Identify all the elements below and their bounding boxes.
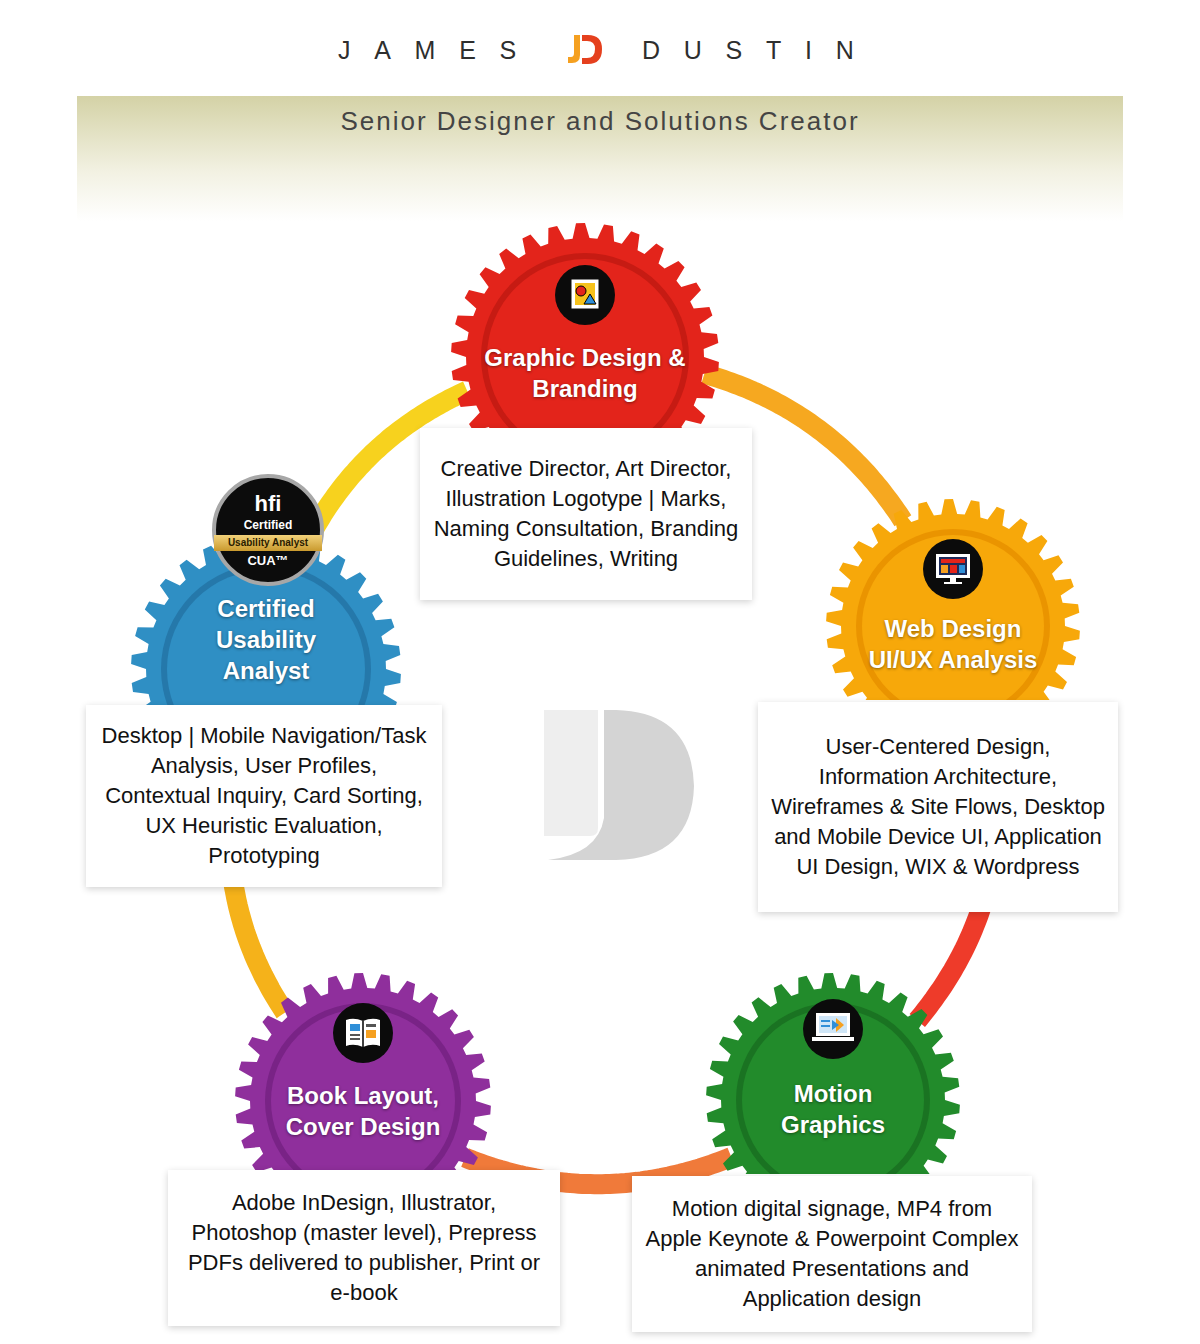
gear-inner [856, 529, 1050, 700]
description-box: Desktop | Mobile Navigation/Task Analysi… [86, 705, 442, 887]
description-text: Desktop | Mobile Navigation/Task Analysi… [98, 721, 430, 871]
name-label: JAMES [290, 36, 540, 65]
gear-node: Web Design UI/UX Analysis [825, 498, 1081, 700]
gear-hub [742, 1009, 924, 1174]
description-text: Motion digital signage, MP4 from Apple K… [644, 1194, 1020, 1314]
logo-mark [566, 33, 606, 67]
gear-teeth [131, 534, 401, 705]
gear-shape [234, 972, 492, 1170]
gear-teeth [706, 973, 960, 1174]
badge-text: Certified [244, 518, 293, 533]
description-box: Adobe InDesign, Illustrator, Photoshop (… [168, 1170, 560, 1326]
gear-heading: Graphic Design & Branding [478, 342, 692, 404]
gear-teeth [235, 973, 491, 1170]
gear-teeth [451, 223, 719, 428]
description-text: Creative Director, Art Director, Illustr… [432, 454, 740, 574]
gear-heading: Web Design UI/UX Analysis [853, 613, 1053, 675]
badge-ribbon: Usability Analyst [214, 535, 322, 552]
gear-inner [161, 564, 371, 705]
gear-heading: Certified Usability Analyst [191, 593, 341, 687]
title-text: Senior Designer and Solutions Creator [77, 106, 1123, 137]
gear-hub [487, 259, 683, 428]
icon [332, 1002, 394, 1064]
badge-node: hfiCertifiedUsability AnalystCUA™ [212, 474, 324, 586]
description-text: Adobe InDesign, Illustrator, Photoshop (… [180, 1188, 548, 1308]
icon [554, 264, 616, 326]
watermark-logo [540, 708, 700, 864]
description-box: Motion digital signage, MP4 from Apple K… [632, 1176, 1032, 1332]
gear-node: Motion Graphics [705, 972, 961, 1174]
gear-heading: Motion Graphics [748, 1078, 918, 1140]
badge-brand: hfi [255, 490, 282, 518]
description-box: User-Centered Design, Information Archit… [758, 702, 1118, 912]
description-box: Creative Director, Art Director, Illustr… [420, 428, 752, 600]
badge-text: CUA™ [247, 553, 288, 569]
gear-inner [736, 1003, 930, 1174]
gear-node: Book Layout, Cover Design [234, 972, 492, 1170]
name-label: DUSTIN [642, 36, 902, 65]
gear-heading: Book Layout, Cover Design [263, 1080, 463, 1142]
gear-teeth [826, 499, 1080, 700]
icon [802, 998, 864, 1060]
gear-node: Graphic Design & Branding [450, 222, 720, 428]
icon [922, 538, 984, 600]
description-text: User-Centered Design, Information Archit… [770, 732, 1106, 882]
gear-hub [167, 570, 365, 705]
